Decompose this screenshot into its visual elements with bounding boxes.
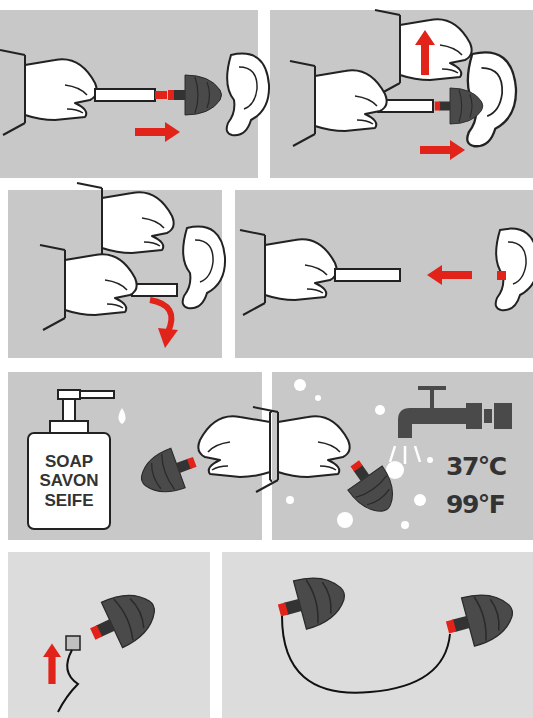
panel-attach-cord-part bbox=[66, 636, 80, 650]
panel-rinse-part bbox=[286, 496, 294, 504]
panel-insert-tool-part bbox=[0, 50, 97, 135]
panel-rinse-part bbox=[294, 379, 306, 391]
panel-soap-part bbox=[28, 433, 110, 529]
panel-remove-tool-part bbox=[240, 230, 337, 315]
panel-twist bbox=[8, 183, 225, 358]
panel-rinse-part bbox=[430, 388, 434, 408]
panel-rinse-part bbox=[466, 403, 482, 429]
panel-soap-part bbox=[63, 399, 75, 421]
panel-attach-cord-part bbox=[58, 650, 78, 712]
panel-rinse-part bbox=[315, 395, 321, 401]
panel-twist-part bbox=[132, 284, 177, 296]
panel-remove-tool-part bbox=[497, 271, 506, 280]
panel-soap bbox=[8, 372, 295, 540]
panel-insert-ear-part bbox=[415, 30, 435, 75]
panel-soap-part bbox=[80, 391, 114, 398]
panel-rinse-part bbox=[494, 403, 512, 429]
panel-corded-pair bbox=[222, 552, 533, 718]
panel-remove-tool bbox=[235, 190, 533, 358]
panel-remove-tool-part bbox=[427, 265, 472, 285]
panel-rinse-part bbox=[427, 457, 433, 463]
soap-bottle-label: SOAP SAVON SEIFE bbox=[30, 436, 108, 526]
panel-rinse-part bbox=[414, 494, 426, 506]
panel-remove-tool-part bbox=[235, 190, 533, 358]
panel-soap-part bbox=[135, 442, 202, 501]
panel-rinse-part bbox=[401, 521, 409, 529]
panel-soap-part bbox=[50, 421, 88, 433]
panel-soap-part bbox=[58, 390, 80, 399]
panel-corded-pair-part bbox=[441, 586, 519, 652]
panel-soap-part bbox=[119, 408, 126, 424]
panel-insert-tool-part bbox=[0, 10, 258, 178]
node-text-group: SOAP SAVON SEIFE bbox=[30, 452, 108, 509]
panel-rinse-part bbox=[410, 408, 466, 424]
panel-attach-cord-part bbox=[43, 644, 61, 685]
panel-twist-part bbox=[150, 300, 171, 332]
panel-twist-part bbox=[40, 245, 137, 330]
panel-insert-tool-part bbox=[227, 54, 269, 136]
panel-rinse-part bbox=[484, 409, 492, 423]
node-text: SOAP SAVON SEIFE bbox=[30, 452, 108, 509]
panel-insert-tool-part bbox=[168, 75, 222, 115]
panel-rinse-part bbox=[418, 386, 446, 390]
panel-twist-part bbox=[183, 227, 225, 309]
panel-insert-ear-part bbox=[435, 88, 483, 124]
panel-remove-tool-part bbox=[496, 229, 533, 311]
panel-insert-ear bbox=[270, 10, 533, 178]
panel-insert-ear-part bbox=[375, 10, 472, 95]
panel-rinse bbox=[253, 372, 533, 540]
panel-rinse-part bbox=[337, 512, 353, 528]
panel-attach-cord bbox=[8, 552, 210, 718]
panel-rinse-part bbox=[338, 451, 405, 521]
panel-attach-cord-part bbox=[82, 583, 164, 657]
panel-insert-tool-part bbox=[95, 89, 155, 101]
temperature-label: 37°C bbox=[446, 452, 506, 481]
panel-rinse-part bbox=[398, 408, 412, 438]
panel-insert-tool-part bbox=[155, 91, 167, 99]
panel-attach-cord-part bbox=[8, 552, 210, 718]
panel-corded-pair-part bbox=[273, 569, 351, 635]
panel-insert-tool-part bbox=[135, 122, 180, 142]
panel-insert-ear-part bbox=[290, 61, 387, 146]
panel-insert-ear-part bbox=[270, 10, 533, 178]
panel-twist-part bbox=[158, 328, 178, 348]
panel-insert-tool bbox=[0, 10, 269, 178]
panel-corded-pair-part bbox=[222, 552, 533, 718]
panel-rinse-part bbox=[253, 407, 350, 492]
panel-rinse-part bbox=[375, 405, 385, 415]
panel-insert-ear-part bbox=[420, 140, 465, 160]
panel-remove-tool-part bbox=[335, 269, 400, 281]
panel-corded-pair-part bbox=[282, 616, 450, 693]
temperature-label: 99°F bbox=[446, 490, 504, 519]
panel-rinse-part bbox=[390, 446, 420, 464]
